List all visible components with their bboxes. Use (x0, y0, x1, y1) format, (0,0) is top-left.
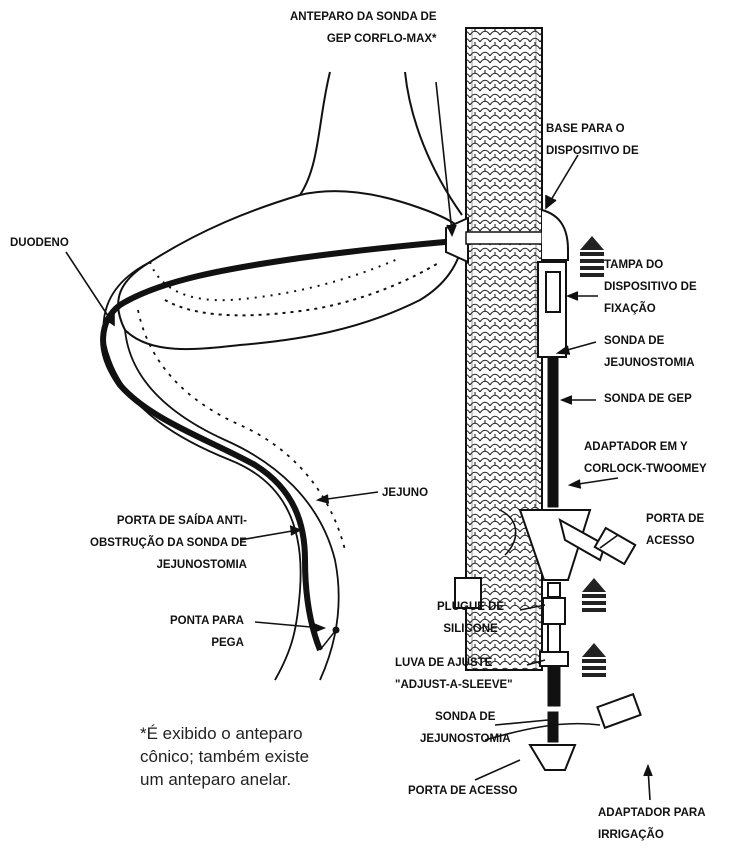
label-plugue-line2: SILICONE (437, 618, 504, 640)
label-porta-saida-line1: PORTA DE SAÍDA ANTI- (90, 510, 247, 532)
label-duodeno: DUODENO (10, 232, 69, 254)
footnote-line3: um anteparo anelar. (140, 768, 309, 791)
label-porta-saida-line3: JEJUNOSTOMIA (90, 554, 247, 576)
stomach (118, 72, 462, 349)
label-adaptador-irrigacao-line2: IRRIGAÇÃO (598, 824, 706, 846)
label-ponta-line2: PEGA (170, 632, 244, 654)
label-sonda-gep-line1: SONDA DE GEP (604, 388, 692, 410)
label-duodeno-line1: DUODENO (10, 232, 69, 254)
label-adaptador-irrigacao: ADAPTADOR PARA IRRIGAÇÃO (598, 802, 706, 846)
label-ponta: PONTA PARA PEGA (170, 610, 244, 654)
leader-lines (66, 82, 652, 800)
label-sonda-jejuno-top-line2: JEJUNOSTOMIA (604, 352, 695, 374)
label-porta-acesso-bottom: PORTA DE ACESSO (408, 780, 517, 802)
label-sonda-jejuno-bottom-line2: JEJUNOSTOMIA (420, 728, 511, 750)
external-base (538, 210, 568, 357)
label-ponta-line1: PONTA PARA (170, 610, 244, 632)
label-adaptador-y-line1: ADAPTADOR EM Y (584, 436, 707, 458)
label-sonda-jejuno-top: SONDA DE JEJUNOSTOMIA (604, 330, 695, 374)
label-tampa-line2: DISPOSITIVO DE (604, 276, 697, 298)
label-plugue: PLUGUE DE SILICONE (437, 596, 504, 640)
label-anteparo-line1: ANTEPARO DA SONDA DE (290, 6, 437, 28)
label-porta-acesso-top-line2: ACESSO (646, 530, 704, 552)
label-sonda-jejuno-bottom: SONDA DE JEJUNOSTOMIA (420, 706, 511, 750)
label-jejuno: JEJUNO (382, 482, 428, 504)
label-luva-line2: "ADJUST-A-SLEEVE" (395, 674, 513, 696)
label-tampa-line3: FIXAÇÃO (604, 298, 697, 320)
label-base-line1: BASE PARA O (546, 118, 639, 140)
label-sonda-jejuno-bottom-line1: SONDA DE (420, 706, 511, 728)
jejunal-tube (103, 240, 468, 650)
label-porta-acesso-top: PORTA DE ACESSO (646, 508, 704, 552)
label-adaptador-irrigacao-line1: ADAPTADOR PARA (598, 802, 706, 824)
label-jejuno-line1: JEJUNO (382, 482, 428, 504)
label-sonda-gep: SONDA DE GEP (604, 388, 692, 410)
footnote-line2: cônico; também existe (140, 745, 309, 768)
label-porta-acesso-top-line1: PORTA DE (646, 508, 704, 530)
label-tampa: TAMPA DO DISPOSITIVO DE FIXAÇÃO (604, 254, 697, 320)
label-tampa-line1: TAMPA DO (604, 254, 697, 276)
abdominal-wall (466, 28, 542, 670)
label-luva-line1: LUVA DE AJUSTE (395, 652, 513, 674)
label-adaptador-y-line2: CORLOCK-TWOOMEY (584, 458, 707, 480)
label-anteparo: ANTEPARO DA SONDA DE GEP CORFLO-MAX* (290, 6, 437, 50)
label-porta-acesso-bottom-line1: PORTA DE ACESSO (408, 780, 517, 802)
footnote-line1: *É exibido o anteparo (140, 722, 309, 745)
label-adaptador-y: ADAPTADOR EM Y CORLOCK-TWOOMEY (584, 436, 707, 480)
label-plugue-line1: PLUGUE DE (437, 596, 504, 618)
label-porta-saida-line2: OBSTRUÇÃO DA SONDA DE (90, 532, 247, 554)
label-sonda-jejuno-top-line1: SONDA DE (604, 330, 695, 352)
label-base-line2: DISPOSITIVO DE (546, 140, 639, 162)
footnote: *É exibido o anteparo cônico; também exi… (140, 722, 309, 791)
label-base: BASE PARA O DISPOSITIVO DE (546, 118, 639, 162)
label-luva: LUVA DE AJUSTE "ADJUST-A-SLEEVE" (395, 652, 513, 696)
label-porta-saida: PORTA DE SAÍDA ANTI- OBSTRUÇÃO DA SONDA … (90, 510, 247, 576)
label-anteparo-line2: GEP CORFLO-MAX* (290, 28, 437, 50)
